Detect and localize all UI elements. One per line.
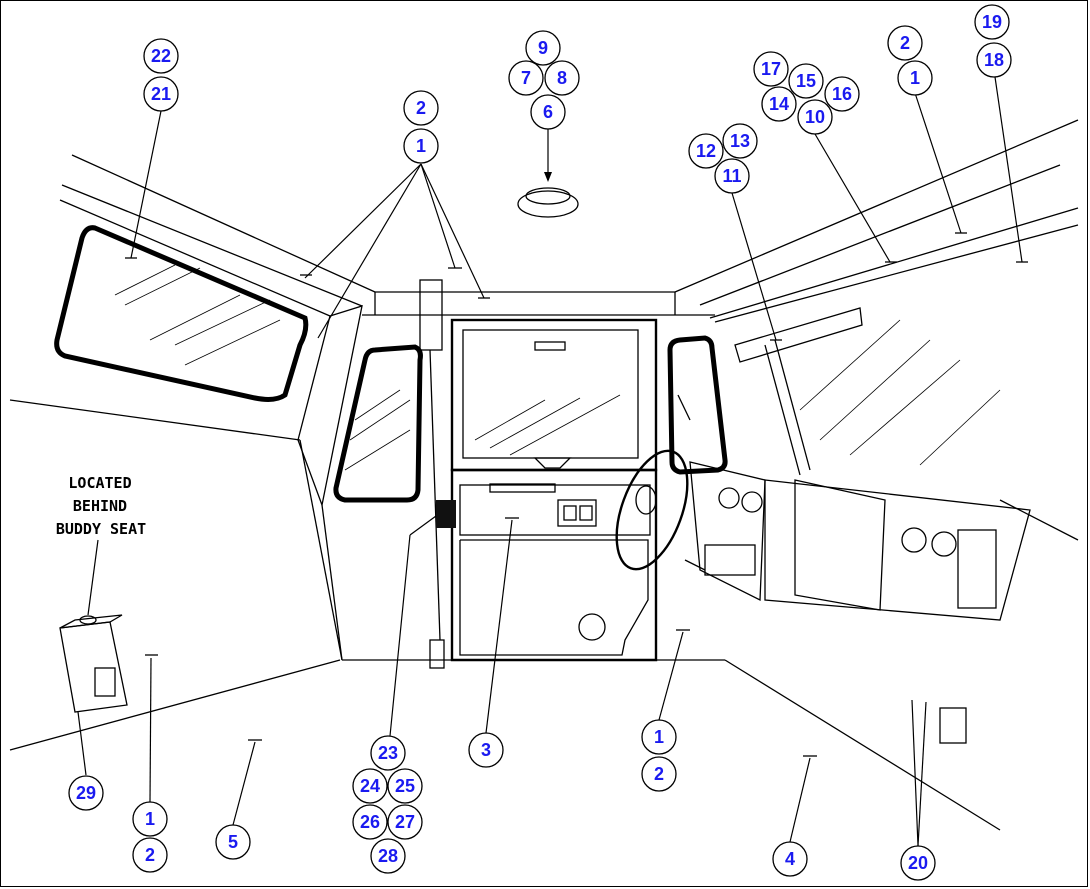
callout-10: 10	[797, 99, 833, 135]
callout-1-top-center: 1	[403, 128, 439, 164]
callout-23: 23	[370, 735, 406, 771]
left-side-window	[333, 344, 423, 503]
callout-8: 8	[544, 60, 580, 96]
svg-text:18: 18	[984, 50, 1004, 70]
callout-29: 29	[68, 775, 104, 811]
svg-text:2: 2	[416, 98, 426, 118]
callout-1-top-right: 1	[897, 60, 933, 96]
cab-structure	[9, 119, 1079, 831]
callout-14: 14	[761, 86, 797, 122]
svg-text:1: 1	[910, 68, 920, 88]
note-line-3: BUDDY SEAT	[56, 520, 146, 538]
callout-17: 17	[753, 51, 789, 87]
callout-28: 28	[370, 838, 406, 874]
callout-1-bottom-left: 1	[132, 801, 168, 837]
svg-text:9: 9	[538, 38, 548, 58]
callout-1-bottom-center: 1	[641, 719, 677, 755]
svg-text:23: 23	[378, 743, 398, 763]
svg-text:2: 2	[900, 33, 910, 53]
rear-window	[450, 318, 658, 472]
callout-12: 12	[688, 133, 724, 169]
svg-text:27: 27	[395, 812, 415, 832]
svg-text:2: 2	[145, 845, 155, 865]
leader-lines	[77, 76, 1023, 847]
svg-text:7: 7	[521, 68, 531, 88]
callout-26: 26	[352, 804, 388, 840]
note-line-1: LOCATED	[68, 474, 131, 492]
location-note: LOCATED BEHIND BUDDY SEAT	[56, 474, 146, 538]
right-side-window	[667, 335, 728, 475]
svg-text:26: 26	[360, 812, 380, 832]
svg-text:10: 10	[805, 107, 825, 127]
svg-text:8: 8	[557, 68, 567, 88]
svg-text:21: 21	[151, 84, 171, 104]
left-upper-window	[54, 225, 309, 402]
fuse-box-device	[59, 539, 128, 713]
callout-5: 5	[215, 824, 251, 860]
svg-text:13: 13	[730, 131, 750, 151]
callout-15: 15	[788, 63, 824, 99]
callout-2-top-right: 2	[887, 25, 923, 61]
callout-2-bottom-center: 2	[641, 756, 677, 792]
svg-text:20: 20	[908, 853, 928, 873]
svg-text:16: 16	[832, 84, 852, 104]
steering-and-dash	[615, 449, 1031, 621]
svg-text:22: 22	[151, 46, 171, 66]
callout-20: 20	[900, 845, 936, 881]
callout-6: 6	[530, 94, 566, 130]
door-panel	[436, 468, 658, 662]
svg-text:15: 15	[796, 71, 816, 91]
callout-11: 11	[714, 158, 750, 194]
callout-9: 9	[525, 30, 561, 66]
callout-25: 25	[387, 768, 423, 804]
note-line-2: BEHIND	[73, 497, 127, 515]
svg-text:25: 25	[395, 776, 415, 796]
svg-text:24: 24	[360, 776, 380, 796]
callout-21: 21	[143, 76, 179, 112]
svg-text:5: 5	[228, 832, 238, 852]
windshield-hatch	[799, 319, 1001, 466]
callout-13: 13	[722, 123, 758, 159]
svg-text:2: 2	[654, 764, 664, 784]
svg-text:12: 12	[696, 141, 716, 161]
callout-19: 19	[974, 4, 1010, 40]
svg-text:14: 14	[769, 94, 789, 114]
svg-text:1: 1	[145, 809, 155, 829]
callout-4: 4	[772, 841, 808, 877]
callout-27: 27	[387, 804, 423, 840]
svg-text:1: 1	[416, 136, 426, 156]
svg-text:3: 3	[481, 740, 491, 760]
callout-2-top-center: 2	[403, 90, 439, 126]
svg-text:29: 29	[76, 783, 96, 803]
callout-18: 18	[976, 42, 1012, 78]
callout-3: 3	[468, 732, 504, 768]
svg-text:1: 1	[654, 727, 664, 747]
callout-7: 7	[508, 60, 544, 96]
svg-text:4: 4	[785, 849, 795, 869]
callout-22: 22	[143, 38, 179, 74]
svg-text:6: 6	[543, 102, 553, 122]
callout-2-bottom-left: 2	[132, 837, 168, 873]
callout-16: 16	[824, 76, 860, 112]
dome-light	[517, 128, 579, 218]
svg-text:28: 28	[378, 846, 398, 866]
svg-text:11: 11	[722, 166, 741, 186]
callouts: 22 21 9 7 8 6 2 1 17 15 16 14 10 12 13 1…	[68, 4, 1012, 881]
svg-text:17: 17	[761, 59, 781, 79]
svg-text:19: 19	[982, 12, 1002, 32]
callout-24: 24	[352, 768, 388, 804]
